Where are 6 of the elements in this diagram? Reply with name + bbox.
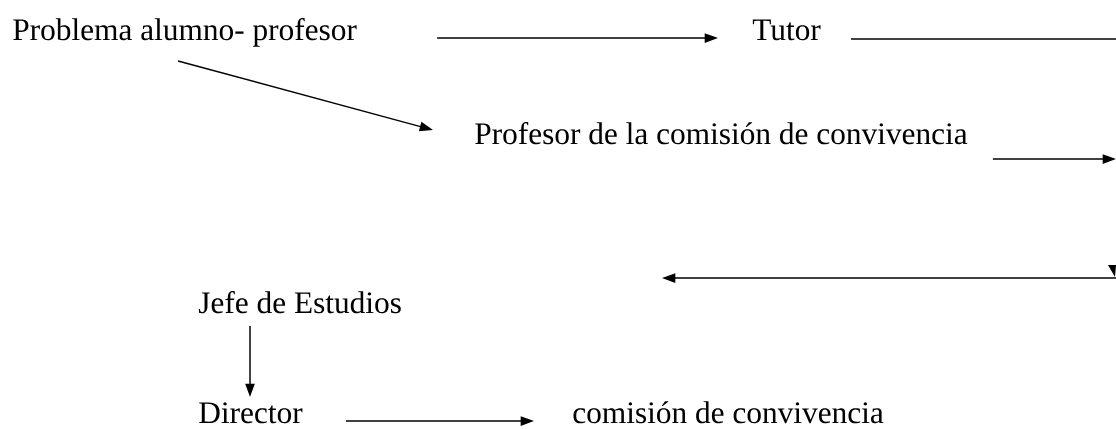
step-text: Jefe de Estudios (198, 290, 401, 314)
step-text: Profesor de la comisión de convivencia (475, 121, 968, 145)
step-text: Problema alumno- profesor (13, 17, 357, 47)
step-text: Tutor (752, 19, 821, 41)
step-text: comisión de convivencia (573, 401, 884, 424)
step-text: Director (199, 402, 303, 424)
